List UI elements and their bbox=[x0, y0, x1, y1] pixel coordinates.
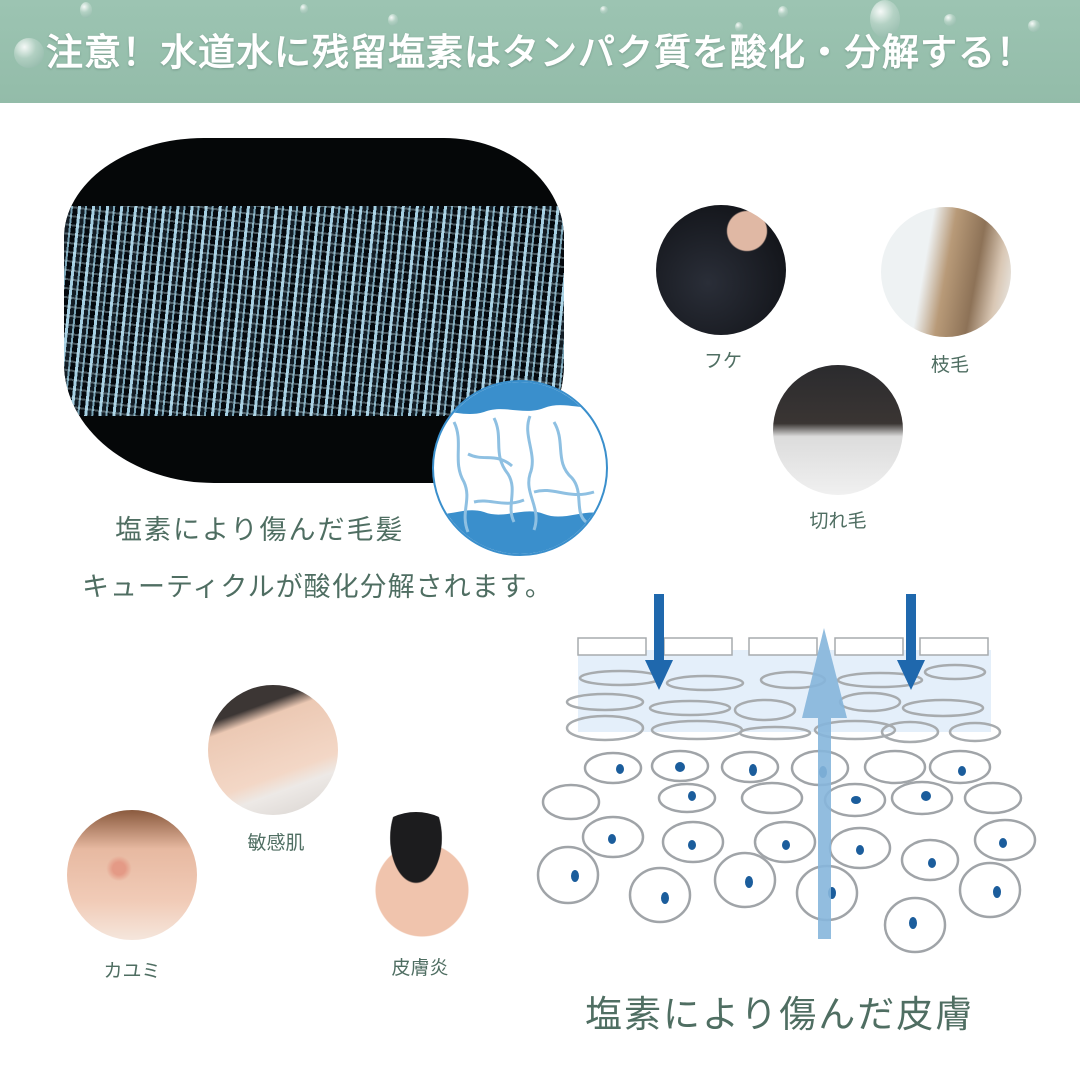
hair-breakage-photo bbox=[773, 365, 903, 495]
water-drop-decoration bbox=[778, 6, 788, 18]
dermatitis-child-photo bbox=[356, 812, 476, 942]
water-drop-decoration bbox=[735, 22, 743, 32]
hair-caption-title: 塩素により傷んだ毛髪 bbox=[115, 515, 405, 546]
skin-symptom-label: 皮膚炎 bbox=[391, 957, 449, 979]
hair-symptom-label: 枝毛 bbox=[930, 354, 969, 376]
water-drop-decoration bbox=[14, 38, 44, 68]
sensitive-skin-photo bbox=[208, 685, 338, 815]
water-drop-decoration bbox=[1028, 20, 1040, 32]
cuticle-diagram-icon bbox=[434, 382, 606, 554]
water-drop-decoration bbox=[600, 6, 608, 14]
itchy-neck-photo bbox=[67, 810, 197, 940]
hair-fiber-texture-overlay bbox=[64, 206, 564, 416]
water-drop-decoration bbox=[944, 14, 956, 26]
banner-title: 注意！水道水に残留塩素はタンパク質を酸化・分解する！ bbox=[46, 31, 1034, 74]
skin-caption: 塩素により傷んだ皮膚 bbox=[585, 993, 975, 1036]
hair-caption-subtitle: キューティクルが酸化分解されます。 bbox=[82, 572, 553, 603]
skin-diagram-icon bbox=[536, 594, 1037, 954]
water-drop-decoration bbox=[300, 4, 308, 14]
header-banner: 注意！水道水に残留塩素はタンパク質を酸化・分解する！ bbox=[0, 0, 1080, 103]
skin-symptom-label: 敏感肌 bbox=[247, 832, 305, 854]
dandruff-photo bbox=[656, 205, 786, 335]
cuticle-zoom-inset bbox=[432, 380, 608, 556]
water-drop-decoration bbox=[388, 14, 398, 26]
hair-symptom-label: フケ bbox=[703, 350, 742, 372]
skin-symptom-label: カユミ bbox=[103, 960, 161, 982]
water-drop-decoration bbox=[870, 0, 900, 38]
split-ends-photo bbox=[881, 207, 1011, 337]
hair-symptom-label: 切れ毛 bbox=[809, 510, 867, 532]
hair-fiber-texture bbox=[64, 206, 564, 416]
water-drop-decoration bbox=[80, 2, 92, 18]
skin-layer-diagram bbox=[535, 590, 1045, 960]
